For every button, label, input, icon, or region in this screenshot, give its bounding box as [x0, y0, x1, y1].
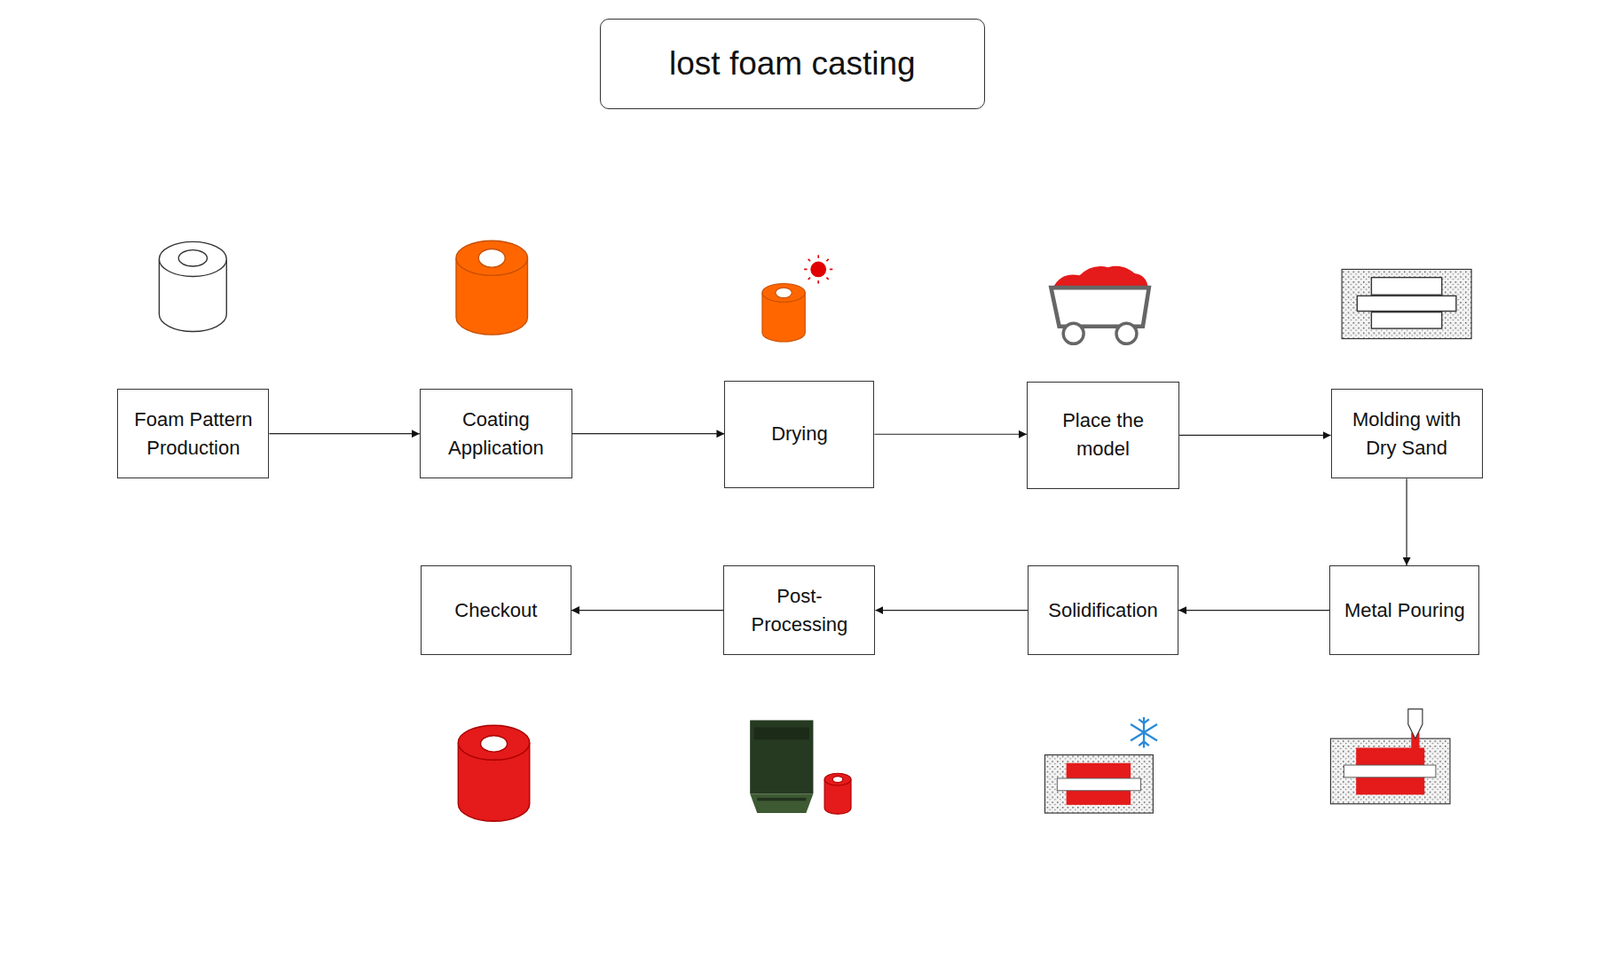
- snowflake-symbol: [1130, 717, 1158, 748]
- flow-arrow: [1178, 609, 1330, 611]
- process-label: Drying: [771, 419, 828, 449]
- sand-cart: [1050, 266, 1149, 345]
- process-label: Coating Application: [427, 405, 565, 463]
- flow-arrow: [874, 433, 1026, 435]
- process-box: Post-Processing: [723, 565, 875, 655]
- process-box: Solidification: [1027, 565, 1179, 655]
- process-label: Post-Processing: [731, 582, 867, 639]
- process-label: Metal Pouring: [1344, 596, 1466, 625]
- flow-arrow: [1179, 434, 1331, 436]
- finished-small-cylinder: [824, 772, 852, 814]
- process-label: Molding with Dry Sand: [1339, 405, 1475, 463]
- process-box: Molding with Dry Sand: [1331, 388, 1483, 479]
- process-label: Place the model: [1034, 406, 1172, 464]
- flow-arrow: [571, 609, 725, 611]
- solidifying-mold: [1044, 755, 1153, 814]
- sun-symbol: [803, 254, 833, 284]
- cleaning-machine: [749, 719, 813, 813]
- flow-arrow: [1405, 478, 1407, 566]
- process-label: Solidification: [1048, 596, 1159, 625]
- flow-arrow: [572, 433, 725, 434]
- process-box: Foam Pattern Production: [117, 388, 269, 479]
- process-box: Checkout: [420, 565, 572, 655]
- pouring-mold: [1330, 709, 1451, 804]
- sand-mold: [1341, 268, 1472, 339]
- process-label: Checkout: [454, 596, 537, 625]
- process-box: Place the model: [1026, 381, 1180, 489]
- coated-cylinder: [456, 240, 528, 335]
- process-box: Drying: [724, 380, 875, 489]
- diagram-title: lost foam casting: [669, 45, 916, 83]
- process-label: Foam Pattern Production: [125, 405, 261, 463]
- flow-arrow: [874, 609, 1027, 611]
- title-box: lost foam casting: [599, 18, 986, 110]
- flow-arrow: [268, 433, 419, 434]
- foam-cylinder: [158, 241, 227, 332]
- process-box: Coating Application: [419, 388, 573, 479]
- finished-cylinder: [457, 725, 529, 821]
- process-box: Metal Pouring: [1329, 565, 1480, 655]
- drying-cylinder: [762, 283, 805, 343]
